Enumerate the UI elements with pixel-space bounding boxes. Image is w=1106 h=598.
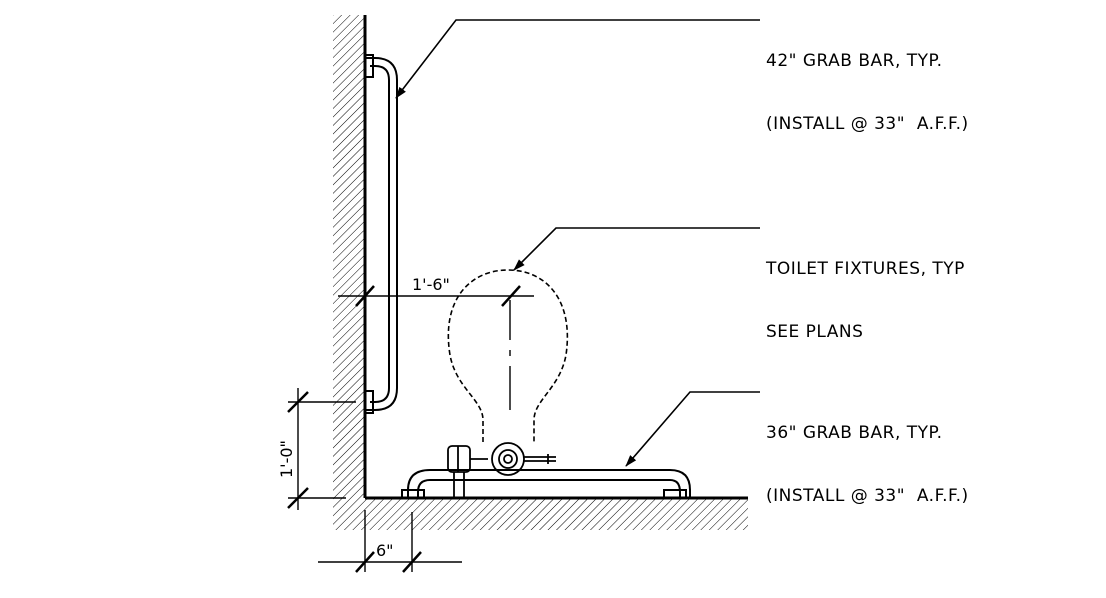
dimension-toilet-centerline — [338, 285, 534, 307]
callout-grab-bar-42: 42" GRAB BAR, TYP. (INSTALL @ 33" A.F.F.… — [766, 9, 969, 156]
leader-lines — [395, 19, 760, 467]
flush-valve — [447, 442, 556, 498]
toilet-outline — [447, 269, 569, 442]
dimension-bar-offset — [318, 510, 462, 573]
callout-grab-bar-36: 36" GRAB BAR, TYP. (INSTALL @ 33" A.F.F.… — [766, 381, 969, 528]
callout-toilet-fixtures: TOILET FIXTURES, TYP SEE PLANS — [766, 217, 965, 364]
grab-bar-42 — [364, 54, 398, 414]
wall-hatch — [333, 15, 748, 530]
callout-grab-bar-36-line1: 36" GRAB BAR, TYP. — [766, 423, 943, 443]
dimension-label-bar-offset: 6" — [376, 541, 394, 560]
callout-toilet-fixtures-line1: TOILET FIXTURES, TYP — [766, 259, 965, 279]
wall-lines — [363, 15, 748, 500]
dimension-grab-bar-height — [287, 388, 356, 510]
dimension-label-grab-bar-height: 1'-0" — [277, 440, 296, 478]
callout-toilet-fixtures-line2: SEE PLANS — [766, 322, 864, 342]
callout-grab-bar-36-line2: (INSTALL @ 33" A.F.F.) — [766, 486, 969, 506]
dimension-label-toilet-centerline: 1'-6" — [412, 275, 450, 294]
grab-bar-36 — [401, 469, 691, 499]
callout-grab-bar-42-line1: 42" GRAB BAR, TYP. — [766, 51, 943, 71]
callout-grab-bar-42-line2: (INSTALL @ 33" A.F.F.) — [766, 114, 969, 134]
